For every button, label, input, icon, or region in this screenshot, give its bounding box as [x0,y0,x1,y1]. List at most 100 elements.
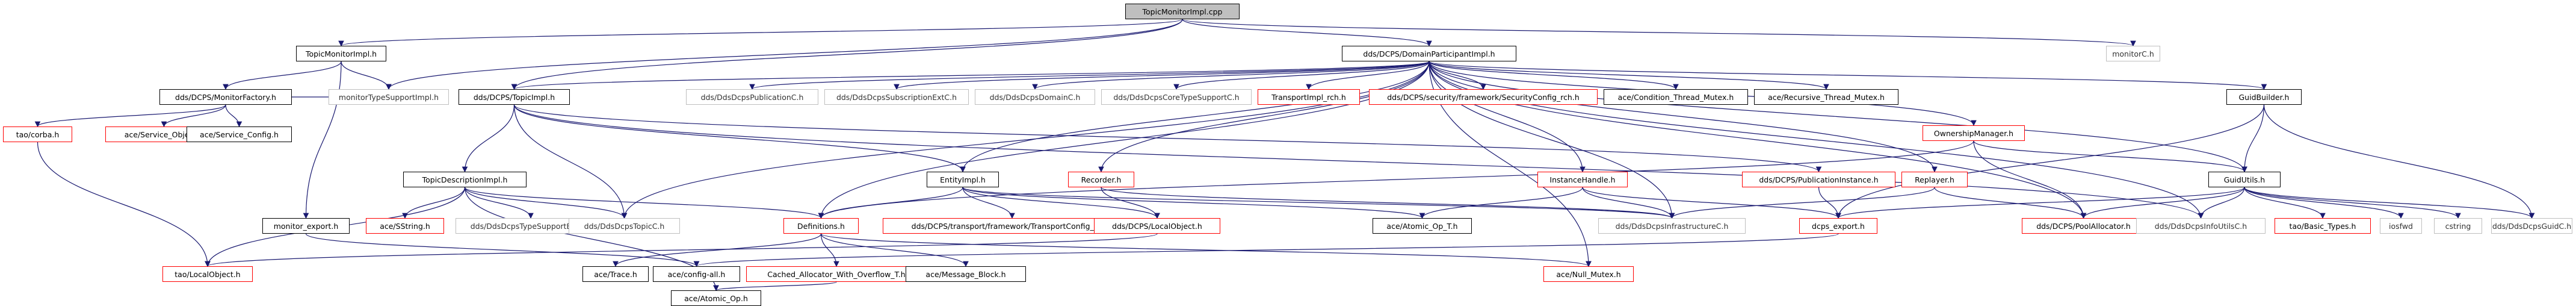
node-ace-trace-h[interactable]: ace/Trace.h [582,266,649,282]
node-ace-recursive-thread-mutex-h[interactable]: ace/Recursive_Thread_Mutex.h [1754,89,1898,105]
edge-topicdescriptionimpl-h-to-ddsdcpstypesupportextc-h [464,187,534,219]
node-ddsdcpsinfrastructurec-h[interactable]: dds/DdsDcpsInfrastructureC.h [1598,218,1746,234]
edge-dds-domainparticipantimpl-h-to-ddsdcpssubscriptionextc-h [894,61,1430,90]
node-dds-domainparticipantimpl-h[interactable]: dds/DCPS/DomainParticipantImpl.h [1342,46,1516,61]
edge-dds-domainparticipantimpl-h-to-ddsdcpscoretypesupportc-h [1173,61,1430,90]
edge-instancehandle-h-to-dcps-export-h [1582,187,1841,219]
edge-dds-domainparticipantimpl-h-to-ddsdcpsdomainc-h [1032,61,1430,90]
edge-guidbuilder-h-to-guidutils-h [2241,104,2265,173]
node-ace-message-block-h[interactable]: ace/Message_Block.h [906,266,1026,282]
node-guidutils-h[interactable]: GuidUtils.h [2208,172,2281,187]
edge-topicdescriptionimpl-h-to-definitions-h [464,187,824,219]
edge-guidutils-h-to-ddsdcpsinfoutilsc-h [2198,187,2245,219]
edge-dds-domainparticipantimpl-h-to-recorder-h [1098,61,1430,173]
edge-tao-corba-h-to-tao-localobject-h [37,142,211,267]
node-tao-localobject-h[interactable]: tao/LocalObject.h [162,266,253,282]
edge-dds-domainparticipantimpl-h-to-definitions-h [818,61,1430,219]
edge-dds-topicimpl-h-to-topicdescriptionimpl-h [462,104,515,173]
edge-dcps-export-h-to-ace-config-all-h [694,233,1839,267]
edge-topicmonitorimpl-cpp-to-monitortypesupportimpl-h [386,19,1183,90]
edge-dds-topicimpl-h-to-ddsdcpsinfoutilsc-h [513,104,2204,219]
node-dds-publicationinstance-h[interactable]: dds/DCPS/PublicationInstance.h [1742,172,1895,187]
node-guidbuilder-h[interactable]: GuidBuilder.h [2226,89,2302,105]
edge-cached-allocator-with-overflow-t-h-to-ace-atomic-op-h [713,281,837,292]
edge-dds-topicimpl-h-to-dds-publicationinstance-h [513,104,1821,173]
node-ace-atomic-op-t-h[interactable]: ace/Atomic_Op_T.h [1373,218,1472,234]
edge-definitions-h-to-ace-message-block-h [820,233,969,267]
node-tao-corba-h[interactable]: tao/corba.h [3,126,72,142]
node-cstring[interactable]: cstring [2434,218,2482,234]
node-ddsdcpsdomainc-h[interactable]: dds/DdsDcpsDomainC.h [975,89,1095,105]
node-entityimpl-h[interactable]: EntityImpl.h [927,172,999,187]
edge-dds-domainparticipantimpl-h-to-ace-recursive-thread-mutex-h [1429,61,1829,90]
edge-dds-topicimpl-h-to-entityimpl-h [513,104,966,173]
node-recorder-h[interactable]: Recorder.h [1068,172,1134,187]
edge-dds-domainparticipantimpl-h-to-dds-topicimpl-h [511,61,1430,90]
edge-definitions-h-to-cached-allocator-with-overflow-t-h [820,233,839,267]
node-ace-config-all-h[interactable]: ace/config-all.h [653,266,740,282]
edge-ownershipmanager-h-to-guidutils-h [1973,140,2247,173]
node-monitorc-h[interactable]: monitorC.h [2106,46,2160,61]
node-dds-localobject-h[interactable]: dds/DCPS/LocalObject.h [1094,218,1220,234]
node-iosfwd[interactable]: iosfwd [2380,218,2422,234]
edge-entityimpl-h-to-ace-atomic-op-t-h [962,187,1425,219]
edge-topicmonitorimpl-cpp-to-dds-domainparticipantimpl-h [1182,19,1432,47]
edge-dds-domainparticipantimpl-h-to-dds-security-framework-securityconfig-rch-h [1429,61,1486,90]
node-ddsdcpsinfoutilsc-h[interactable]: dds/DdsDcpsInfoUtilsC.h [2136,218,2266,234]
node-definitions-h[interactable]: Definitions.h [783,218,859,234]
node-ddsdcpsguidc-h[interactable]: dds/DdsDcpsGuidC.h [2491,218,2572,234]
node-topicdescriptionimpl-h[interactable]: TopicDescriptionImpl.h [403,172,527,187]
edge-dds-monitorfactory-h-to-ace-service-config-h [225,104,242,128]
edge-instancehandle-h-to-ace-atomic-op-t-h [1419,187,1583,219]
node-dds-topicimpl-h[interactable]: dds/DCPS/TopicImpl.h [459,89,570,105]
edge-dds-monitorfactory-h-to-ace-service-object-h [161,104,226,128]
node-ace-condition-thread-mutex-h[interactable]: ace/Condition_Thread_Mutex.h [1604,89,1748,105]
node-tao-basic-types-h[interactable]: tao/Basic_Types.h [2275,218,2371,234]
edge-ownershipmanager-h-to-definitions-h [818,140,1974,219]
node-monitor-export-h[interactable]: monitor_export.h [262,218,350,234]
node-ddsdcpssubscriptionextc-h[interactable]: dds/DdsDcpsSubscriptionExtC.h [824,89,969,105]
edge-guidbuilder-h-to-ddsdcpsguidc-h [2263,104,2535,219]
edge-replayer-h-to-dds-poolallocator-h [1934,187,2087,219]
node-cached-allocator-with-overflow-t-h[interactable]: Cached_Allocator_With_Overflow_T.h [746,266,927,282]
node-ace-service-config-h[interactable]: ace/Service_Config.h [187,126,292,142]
edge-definitions-h-to-ace-null-mutex-h [820,233,1592,267]
edge-topicmonitorimpl-h-to-monitortypesupportimpl-h [341,61,392,90]
edge-dds-domainparticipantimpl-h-to-instancehandle-h [1429,61,1586,173]
edge-ownershipmanager-h-to-dds-poolallocator-h [1973,140,2087,219]
edge-dds-domainparticipantimpl-h-to-entityimpl-h [960,61,1430,173]
edge-guidutils-h-to-iosfwd [2244,187,2404,219]
node-dds-security-framework-securityconfig-rch-h[interactable]: dds/DCPS/security/framework/SecurityConf… [1369,89,1598,105]
node-ace-sstring-h[interactable]: ace/SString.h [366,218,444,234]
node-ownershipmanager-h[interactable]: OwnershipManager.h [1923,125,2025,141]
node-transportimpl-rch-h[interactable]: TransportImpl_rch.h [1258,89,1360,105]
node-ace-null-mutex-h[interactable]: ace/Null_Mutex.h [1543,266,1634,282]
edge-topicmonitorimpl-cpp-to-topicmonitorimpl-h [338,19,1183,47]
edge-topicmonitorimpl-h-to-monitor-export-h [303,61,342,219]
node-topicmonitorimpl-h[interactable]: TopicMonitorImpl.h [296,46,386,61]
node-dds-poolallocator-h[interactable]: dds/DCPS/PoolAllocator.h [2022,218,2145,234]
node-ddsdcpspublicationc-h[interactable]: dds/DdsDcpsPublicationC.h [686,89,818,105]
edge-topicdescriptionimpl-h-to-ace-sstring-h [402,187,466,219]
edge-dds-topicimpl-h-to-ddsdcpstopicc-h [513,104,628,219]
node-replayer-h[interactable]: Replayer.h [1901,172,1968,187]
node-dds-monitorfactory-h[interactable]: dds/DCPS/MonitorFactory.h [159,89,292,105]
edge-guidutils-h-to-dcps-export-h [1835,187,2245,219]
edge-instancehandle-h-to-ddsdcpsinfrastructurec-h [1582,187,1675,219]
node-ddsdcpstopicc-h[interactable]: dds/DdsDcpsTopicC.h [569,218,680,234]
edge-topicmonitorimpl-cpp-to-monitorc-h [1182,19,2136,47]
node-monitortypesupportimpl-h[interactable]: monitorTypeSupportImpl.h [329,89,449,105]
node-ddsdcpscoretypesupportc-h[interactable]: dds/DdsDcpsCoreTypeSupportC.h [1101,89,1252,105]
edge-guidutils-h-to-dds-poolallocator-h [2080,187,2245,219]
edge-topicmonitorimpl-h-to-dds-monitorfactory-h [223,61,342,90]
edge-dds-domainparticipantimpl-h-to-guidbuilder-h [1429,61,2267,90]
edge-dds-domainparticipantimpl-h-to-ddsdcpspublicationc-h [749,61,1430,90]
edge-monitor-export-h-to-ace-config-all-h [305,233,700,267]
node-ace-atomic-op-h[interactable]: ace/Atomic_Op.h [671,290,761,306]
node-instancehandle-h[interactable]: InstanceHandle.h [1537,172,1628,187]
edge-dds-domainparticipantimpl-h-to-ace-condition-thread-mutex-h [1429,61,1679,90]
edge-guidutils-h-to-cstring [2244,187,2461,219]
node-dcps-export-h[interactable]: dcps_export.h [1799,218,1877,234]
edge-guidutils-h-to-tao-basic-types-h [2244,187,2326,219]
